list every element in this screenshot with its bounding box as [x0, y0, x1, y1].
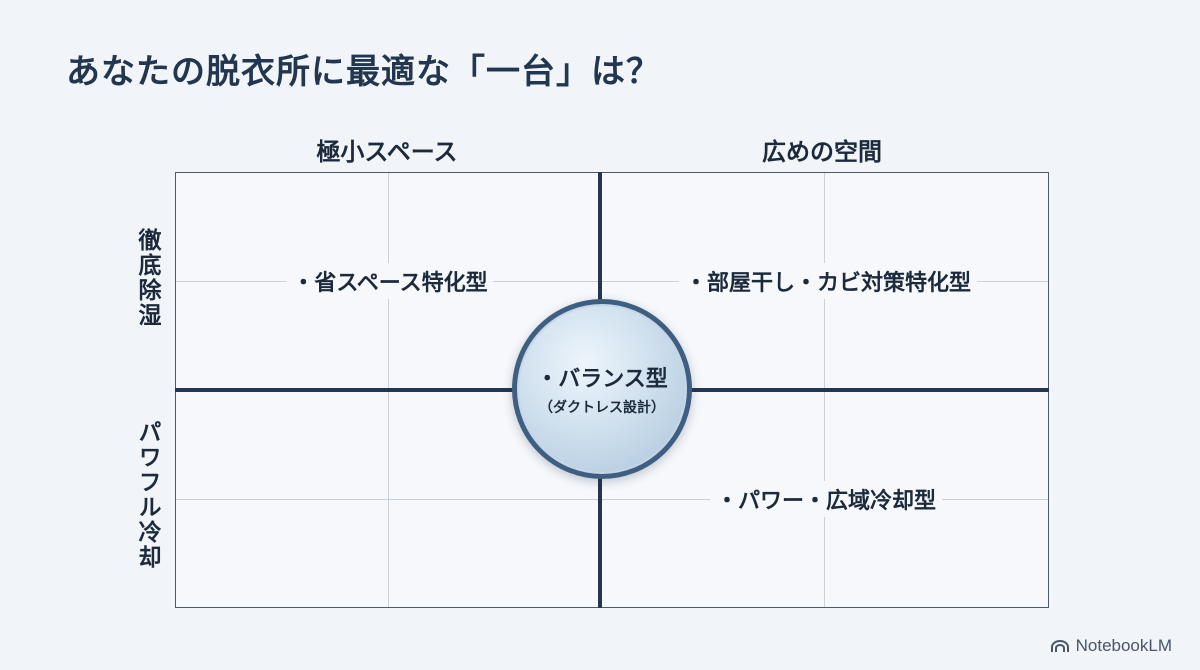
quadrant-label-top-left: ・省スペース特化型	[286, 263, 494, 299]
brand-name: NotebookLM	[1075, 636, 1172, 655]
row-header-bottom: パワフル冷却	[134, 420, 160, 570]
center-label: ・バランス型	[536, 367, 668, 392]
column-header-right: 広めの空間	[762, 138, 882, 166]
page-title: あなたの脱衣所に最適な「一台」は？	[66, 52, 661, 92]
brand-watermark: NotebookLM	[1050, 636, 1172, 656]
row-header-top: 徹底除湿	[134, 228, 160, 328]
column-header-left: 極小スペース	[316, 138, 458, 166]
center-circle: ・バランス型 （ダクトレス設計）	[512, 299, 692, 479]
center-sublabel: （ダクトレス設計）	[539, 400, 665, 416]
quadrant-label-top-right: ・部屋干し・カビ対策特化型	[678, 263, 978, 299]
grid-line	[176, 281, 1048, 282]
quadrant-label-bottom-right: ・パワー・広域冷却型	[709, 481, 943, 517]
grid-line	[176, 499, 1048, 500]
notebooklm-logo-icon	[1050, 639, 1070, 653]
